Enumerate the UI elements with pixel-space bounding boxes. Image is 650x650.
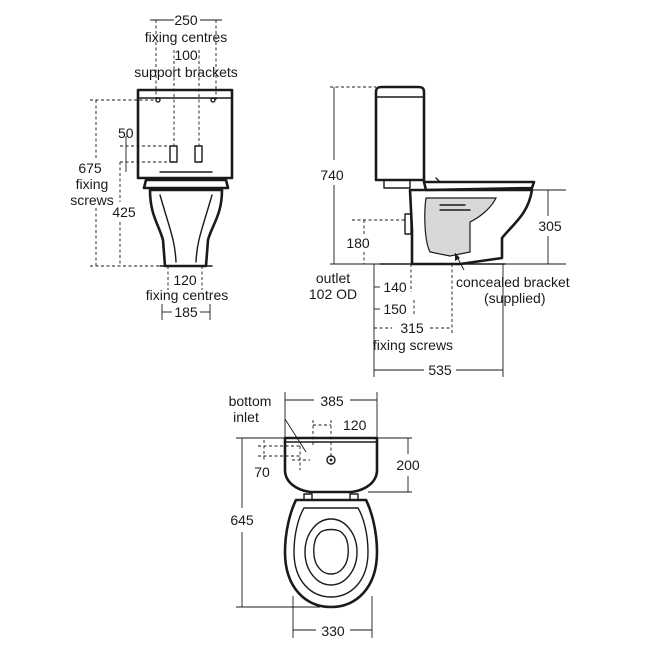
front-pan-inner-left [159,194,177,263]
side-fixing-screws-label: fixing screws [373,337,453,353]
side-seat-hinge [435,177,441,183]
plan-dim-330: 330 [321,623,345,639]
side-dim-740: 740 [320,167,344,183]
side-cistern-link [383,179,411,189]
side-outlet-spigot [404,213,412,235]
side-bracket-arrow [455,253,460,261]
front-seat [142,178,230,190]
side-dim-535: 535 [428,362,452,378]
front-dim-425: 425 [112,204,136,220]
front-screws-label: screws [70,192,114,208]
plan-seat-opening [304,518,358,586]
side-concealed-bracket: concealed bracket [456,274,570,290]
side-outlet-od: 102 OD [309,286,357,302]
plan-dim-645: 645 [230,512,254,528]
side-seat-lid [422,180,536,192]
plan-seat-outline [293,507,369,598]
front-fixing-centres-top-label: fixing centres [145,29,227,45]
plan-water-area [313,528,349,575]
front-support-brackets-label: support brackets [134,64,238,80]
plan-view: 385 120 bottom inlet 70 200 645 330 [229,392,420,639]
plan-cistern-outline [283,436,379,494]
front-dim-50: 50 [118,125,134,141]
side-dim-315: 315 [400,320,424,336]
front-support-bracket-left [169,145,178,163]
front-fixing-centres-top-value: 250 [174,12,198,28]
front-fixing-centres-bottom-value: 120 [173,272,197,288]
front-pan-outline [148,188,224,268]
plan-bowl-outline [283,498,379,609]
side-outlet-label: outlet [316,270,350,286]
front-fixing-centres-bottom-label: fixing centres [146,287,228,303]
side-dim-305: 305 [538,218,562,234]
front-pan-inner-right [195,194,213,263]
plan-dim-200: 200 [396,457,420,473]
front-lid-screw-right [210,97,216,103]
side-view: 740 305 180 outlet 102 OD 140 150 concea… [309,85,570,378]
front-lid-screw-left [155,97,161,103]
plan-dim-120: 120 [343,417,367,433]
side-cistern-outline [374,85,426,182]
front-support-brackets-value: 100 [174,47,198,63]
front-support-bracket-right [194,145,203,163]
side-dim-180: 180 [346,235,370,251]
front-view: 250 fixing centres 100 support brackets … [70,12,238,320]
plan-flush-button-center [329,458,333,462]
plan-inlet-label: inlet [233,409,259,425]
plan-dim-70: 70 [254,464,270,480]
front-dim-675: 675 [78,160,102,176]
side-dim-140: 140 [383,279,407,295]
side-pan-trap [424,197,497,257]
plan-dim-385: 385 [320,393,344,409]
front-dim-185: 185 [174,304,198,320]
front-cistern-outline [136,88,234,180]
side-dim-150: 150 [383,301,407,317]
front-fixing-label: fixing [76,176,109,192]
side-trap-detail [439,204,471,211]
side-supplied: (supplied) [484,290,545,306]
plan-bottom-label: bottom [229,393,272,409]
